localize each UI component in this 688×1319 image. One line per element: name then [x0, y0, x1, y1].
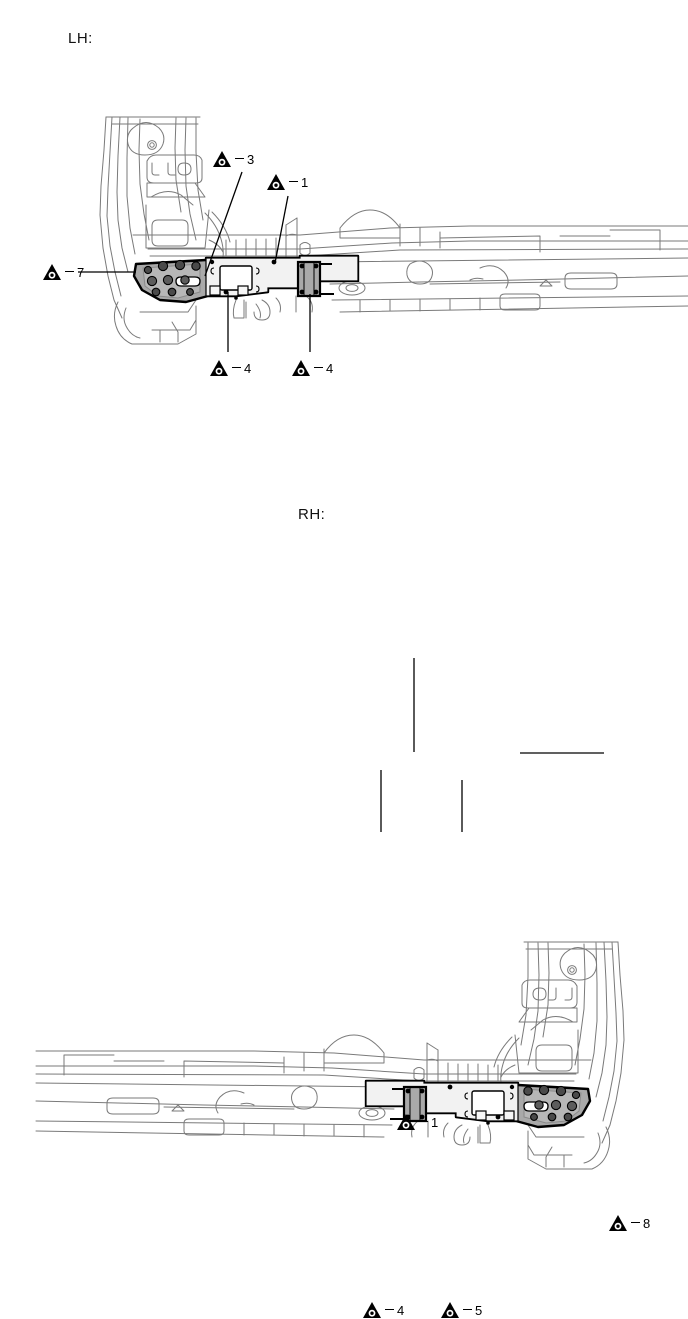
callout-number: 5 — [475, 1302, 483, 1318]
callout-number: 1 — [431, 1114, 439, 1130]
torque-spec-marker-icon — [363, 1302, 381, 1318]
rh-body-drawing — [35, 658, 625, 1170]
lh-view-label: LH: — [68, 30, 93, 47]
rh-leader-lines — [380, 658, 604, 832]
leader-dash — [314, 367, 323, 368]
leader-dash — [232, 367, 241, 368]
callout-number: 4 — [244, 360, 252, 376]
torque-spec-marker-icon — [213, 151, 231, 167]
lh-callout-1[interactable]: 1 — [266, 173, 308, 191]
callout-number: 8 — [643, 1215, 651, 1231]
callout-number: 4 — [397, 1302, 405, 1318]
torque-spec-marker-icon — [397, 1114, 415, 1130]
rh-callout-4[interactable]: 4 — [362, 1301, 404, 1319]
rh-view-label: RH: — [298, 506, 326, 523]
leader-dash — [289, 181, 298, 182]
leader-dash — [65, 271, 74, 272]
callout-number: 4 — [326, 360, 334, 376]
leader-dash — [385, 1309, 394, 1310]
rh-callout-5[interactable]: 5 — [440, 1301, 482, 1319]
torque-spec-marker-icon — [441, 1302, 459, 1318]
torque-spec-marker-icon — [609, 1215, 627, 1231]
lh-callout-7[interactable]: 7 — [42, 263, 84, 281]
torque-spec-marker-icon — [210, 360, 228, 376]
rh-callout-8[interactable]: 8 — [608, 1214, 650, 1232]
rh-figure: 1 8 4 — [0, 470, 688, 1318]
lh-leader-lines — [78, 171, 311, 352]
leader-dash — [463, 1309, 472, 1310]
lh-reinforcement-part — [132, 254, 360, 304]
leader-dash — [631, 1222, 640, 1223]
lh-callout-4a[interactable]: 4 — [209, 359, 251, 377]
leader-dash — [235, 158, 244, 159]
lh-callout-3[interactable]: 3 — [212, 150, 254, 168]
torque-spec-marker-icon — [267, 174, 285, 190]
callout-number: 1 — [301, 174, 309, 190]
lh-callout-4b[interactable]: 4 — [291, 359, 333, 377]
callout-number: 7 — [77, 264, 85, 280]
rh-callout-1[interactable]: 1 — [396, 1113, 438, 1131]
callout-number: 3 — [247, 151, 255, 167]
torque-spec-marker-icon — [292, 360, 310, 376]
torque-spec-marker-icon — [43, 264, 61, 280]
lh-body-drawing — [78, 116, 688, 352]
lh-figure: 3 1 7 — [0, 0, 688, 470]
leader-dash — [419, 1121, 428, 1122]
